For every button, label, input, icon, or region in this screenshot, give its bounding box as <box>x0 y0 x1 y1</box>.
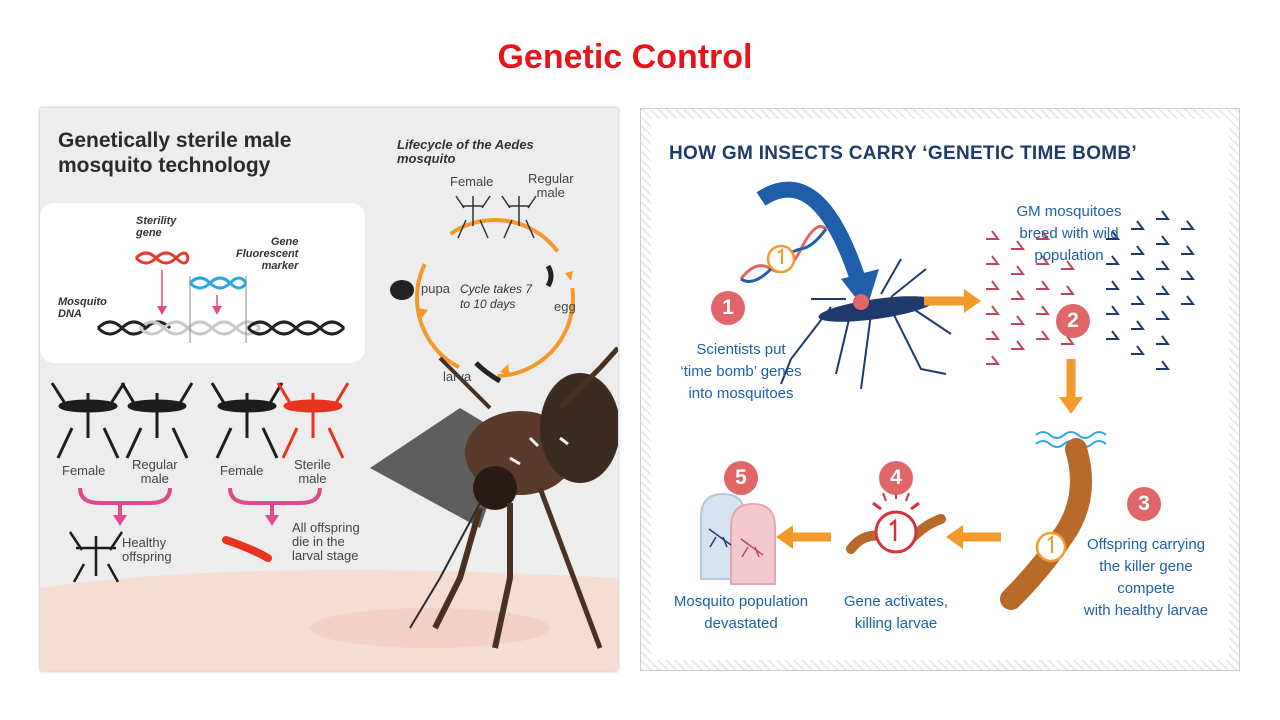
lc-pupa-label: pupa <box>421 281 450 296</box>
step-1-text: Scientists put ‘time bomb’ genes into mo… <box>671 339 811 405</box>
step-4-text: Gene activates, killing larvae <box>831 591 961 635</box>
lifecycle-title-line-2: mosquito <box>397 151 456 166</box>
step-4-badge: 4 <box>879 461 913 495</box>
step-2-line-1: GM mosquitoes <box>1016 203 1122 220</box>
step-3-line-2: the killer gene compete <box>1099 558 1193 597</box>
gm-insects-infographic: HOW GM INSECTS CARRY ‘GENETIC TIME BOMB’… <box>640 108 1240 671</box>
alarm-clock-icon <box>846 490 946 554</box>
step-2-text: GM mosquitoes breed with wild population <box>999 201 1139 267</box>
fluorescent-marker-label: Gene Fluorescent marker <box>236 236 298 272</box>
left-panel-title: Genetically sterile male mosquito techno… <box>58 128 358 178</box>
lc-regular-line-1: Regular <box>528 171 574 186</box>
step-5-text: Mosquito population devastated <box>671 591 811 635</box>
lifecycle-title-line-1: Lifecycle of the Aedes <box>397 137 534 152</box>
lc-larva-label: larva <box>443 369 472 384</box>
egg-icon <box>545 264 554 288</box>
step-5-line-2: devastated <box>704 615 778 632</box>
gene-line-2: Fluorescent <box>236 248 299 260</box>
regular-a-line-1: Regular <box>132 457 178 472</box>
gm-mosquito-icon <box>780 258 952 390</box>
lc-regular-line-2: male <box>536 185 565 200</box>
lc-cycle-line-1: Cycle takes 7 <box>460 282 533 296</box>
female-mosquito-b-icon <box>210 382 284 459</box>
title-line-2: mosquito technology <box>58 154 271 177</box>
lc-cycle-line-2: to 10 days <box>460 297 516 311</box>
step-2-line-3: population <box>1034 247 1104 264</box>
female-a-label: Female <box>62 463 106 478</box>
female-mosquito-a-icon <box>50 382 126 459</box>
sterile-male-infographic: Genetically sterile male mosquito techno… <box>40 108 618 671</box>
lc-cycle-label: Cycle takes 7 to 10 days <box>460 282 532 312</box>
offspring-die-label: All offspring die in the larval stage <box>292 521 360 563</box>
step-3-badge: 3 <box>1127 487 1161 521</box>
step-2-badge: 2 <box>1056 304 1090 338</box>
sterility-line-1: Sterility <box>136 215 177 227</box>
regular-a-line-2: male <box>140 471 169 486</box>
wild-mosquito-swarm-icon <box>986 210 1195 370</box>
larva-icon <box>474 361 502 384</box>
lifecycle-diagram <box>390 195 575 384</box>
gene-line-1: Gene <box>270 236 299 248</box>
sterility-gene-label: Sterility gene <box>136 215 176 239</box>
large-mosquito-illustration <box>370 346 618 649</box>
fluorescent-marker-icon <box>188 276 248 343</box>
die-line-3: larval stage <box>292 548 359 563</box>
pupa-icon <box>390 280 414 300</box>
gene-line-3: marker <box>261 260 299 272</box>
right-panel-title: HOW GM INSECTS CARRY ‘GENETIC TIME BOMB’ <box>669 143 1138 164</box>
healthy-offspring-label: Healthy offspring <box>122 536 172 564</box>
sterile-line-2: male <box>298 471 327 486</box>
injection-arrow-icon <box>756 181 869 292</box>
step-4-line-1: Gene activates, <box>843 593 949 610</box>
sterility-line-2: gene <box>136 227 162 239</box>
lifecycle-title: Lifecycle of the Aedes mosquito <box>397 138 534 166</box>
time-bomb-dna-icon <box>739 225 828 283</box>
slide-title: Genetic Control <box>497 38 753 76</box>
step-5-line-1: Mosquito population <box>673 593 809 610</box>
step-5-badge: 5 <box>724 461 758 495</box>
lc-regular-male-label: Regular male <box>528 172 574 200</box>
left-illustration <box>40 195 618 671</box>
right-illustration <box>700 181 1195 610</box>
male-mosquito-icon <box>501 195 537 239</box>
right-panel-inner: HOW GM INSECTS CARRY ‘GENETIC TIME BOMB’… <box>651 119 1229 660</box>
tombstones-icon <box>700 492 776 585</box>
step-4-line-2: killing larvae <box>854 615 938 632</box>
step-1-badge: 1 <box>711 291 745 325</box>
step-3-line-3: with healthy larvae <box>1083 602 1209 619</box>
healthy-line-1: Healthy <box>122 535 167 550</box>
step-3-text: Offspring carrying the killer gene compe… <box>1071 534 1221 622</box>
healthy-offspring-icon <box>68 531 124 583</box>
step-3-line-1: Offspring carrying <box>1086 536 1206 553</box>
die-line-2: die in the <box>292 534 345 549</box>
dead-larva-icon <box>222 536 272 562</box>
healthy-line-2: offspring <box>122 549 172 564</box>
dna-line-1: Mosquito <box>58 296 107 308</box>
sterile-male-icon <box>276 382 350 459</box>
title-line-1: Genetically sterile male <box>58 129 292 152</box>
sterility-gene-icon <box>134 251 190 315</box>
step-1-line-3: into mosquitoes <box>688 385 794 402</box>
sterile-male-label: Sterile male <box>294 458 331 486</box>
dna-line-2: DNA <box>58 308 82 320</box>
step-2-line-2: breed with wild <box>1019 225 1119 242</box>
mosquito-dna-label: Mosquito DNA <box>58 296 107 320</box>
sterile-line-1: Sterile <box>294 457 331 472</box>
regular-male-icon <box>120 382 194 459</box>
die-line-1: All offspring <box>292 520 360 535</box>
regular-male-a-label: Regular male <box>132 458 178 486</box>
step-1-line-2: ‘time bomb’ genes <box>680 363 802 380</box>
lc-egg-label: egg <box>554 299 576 314</box>
dna-strand-icon <box>96 320 346 336</box>
female-b-label: Female <box>220 463 264 478</box>
step-1-line-1: Scientists put <box>696 341 786 358</box>
female-mosquito-icon <box>455 195 491 239</box>
lc-female-label: Female <box>450 174 494 189</box>
